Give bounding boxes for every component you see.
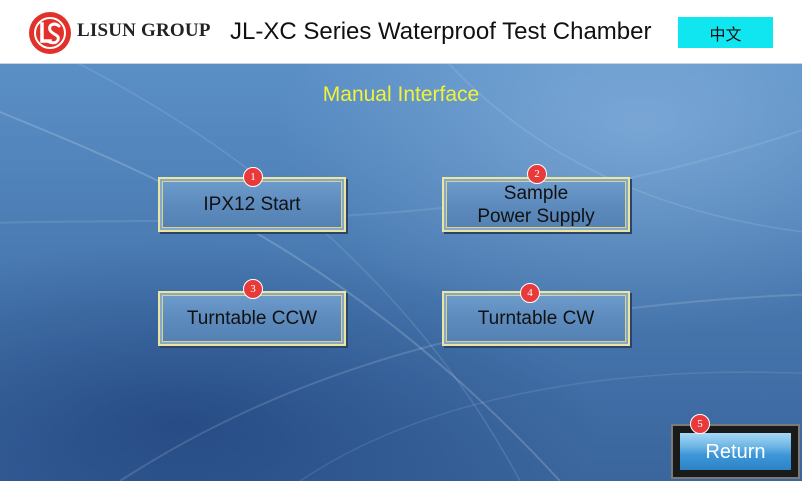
step-badge-4: 4: [520, 283, 540, 303]
header-bar: LISUN GROUP JL-XC Series Waterproof Test…: [0, 0, 802, 64]
main-panel: Manual Interface IPX12 Start 1 Sample Po…: [0, 64, 802, 481]
turntable-ccw-button[interactable]: Turntable CCW: [158, 291, 346, 346]
step-badge-3: 3: [243, 279, 263, 299]
return-button[interactable]: Return: [671, 424, 800, 479]
background-swoosh: [0, 64, 802, 481]
step-badge-2: 2: [527, 164, 547, 184]
page-title: Manual Interface: [322, 83, 480, 106]
step-badge-5: 5: [690, 414, 710, 434]
language-toggle-button[interactable]: 中文: [678, 17, 773, 48]
step-badge-1: 1: [243, 167, 263, 187]
ls-logo-icon: [29, 12, 71, 54]
button-label-line-2: Power Supply: [477, 205, 595, 227]
button-label: Turntable CCW: [186, 308, 318, 329]
brand-name: LISUN GROUP: [77, 20, 211, 41]
button-label: Turntable CW: [477, 308, 595, 329]
return-button-label: Return: [680, 433, 791, 470]
app-title: JL-XC Series Waterproof Test Chamber: [230, 18, 652, 45]
button-label-line-1: Sample: [503, 182, 569, 204]
button-label: IPX12 Start: [203, 194, 301, 215]
sample-power-supply-button[interactable]: Sample Power Supply: [442, 177, 630, 232]
